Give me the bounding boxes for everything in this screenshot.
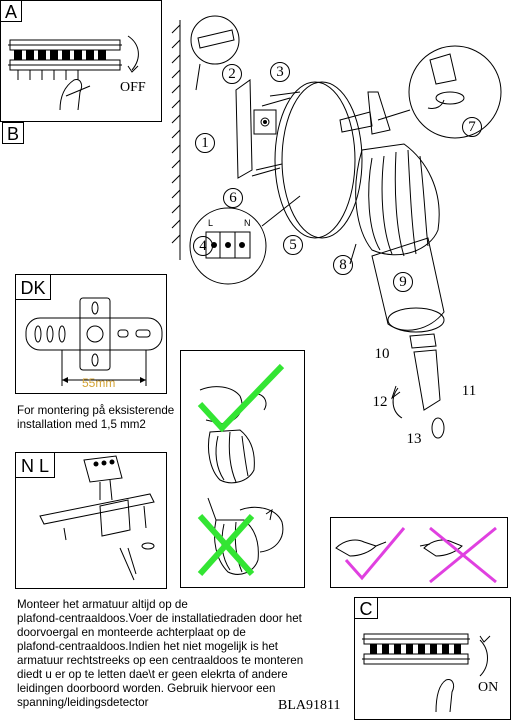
callout-9: 9 [393, 272, 413, 292]
callout-6: 6 [223, 188, 243, 208]
callout-12: 12 [372, 394, 388, 410]
section-c-label: C [354, 597, 378, 619]
nl-line-6: diedt u er op te letten dae\t er geen el… [17, 668, 288, 681]
callout-2: 2 [222, 64, 242, 84]
nl-line-8: spanning/leidingsdetector [17, 696, 149, 709]
nl-line-1: Monteer het armatuur altijd op de [17, 598, 188, 611]
section-a-panel [0, 0, 162, 122]
on-state-label: ON [478, 680, 499, 695]
nl-line-4: plafond-centraaldoos.Indien het niet mog… [17, 640, 279, 653]
callout-10: 10 [374, 346, 390, 362]
callout-13: 13 [406, 431, 422, 447]
callout-5: 5 [283, 235, 303, 255]
section-a-label: A [0, 0, 22, 22]
nl-line-3: doorvoergal en monteerde achterplaat op … [17, 626, 246, 639]
dk-note-line1: For montering på eksisterende [17, 404, 175, 417]
screwdriver-test-panel [330, 517, 508, 588]
callout-1: 1 [195, 133, 215, 153]
dk-dimension: 55mm [82, 376, 116, 390]
model-number: BLA91811 [278, 698, 341, 713]
callout-11: 11 [461, 383, 477, 399]
nl-line-7: leidingen doorboord worden. Gebruik hier… [17, 682, 276, 695]
off-state-label: OFF [120, 80, 146, 95]
dk-label: DK [15, 274, 51, 300]
section-b-label: B [2, 122, 24, 144]
dk-panel [15, 274, 167, 394]
nl-panel [15, 452, 167, 589]
callout-3: 3 [270, 62, 290, 82]
callout-8: 8 [333, 255, 353, 275]
shade-check-panel [180, 350, 305, 588]
nl-line-5: armatuur rechtstreeks op een centraaldoo… [17, 654, 304, 667]
callout-4: 4 [193, 236, 213, 256]
terminal-n-label: N [244, 218, 251, 228]
terminal-l-label: L [208, 218, 214, 228]
callout-7: 7 [462, 117, 482, 137]
nl-label: N L [15, 452, 55, 478]
dk-note-line2: installation med 1,5 mm2 [17, 418, 146, 431]
nl-line-2: plafond-centraaldoos.Voer de installatie… [17, 612, 302, 625]
